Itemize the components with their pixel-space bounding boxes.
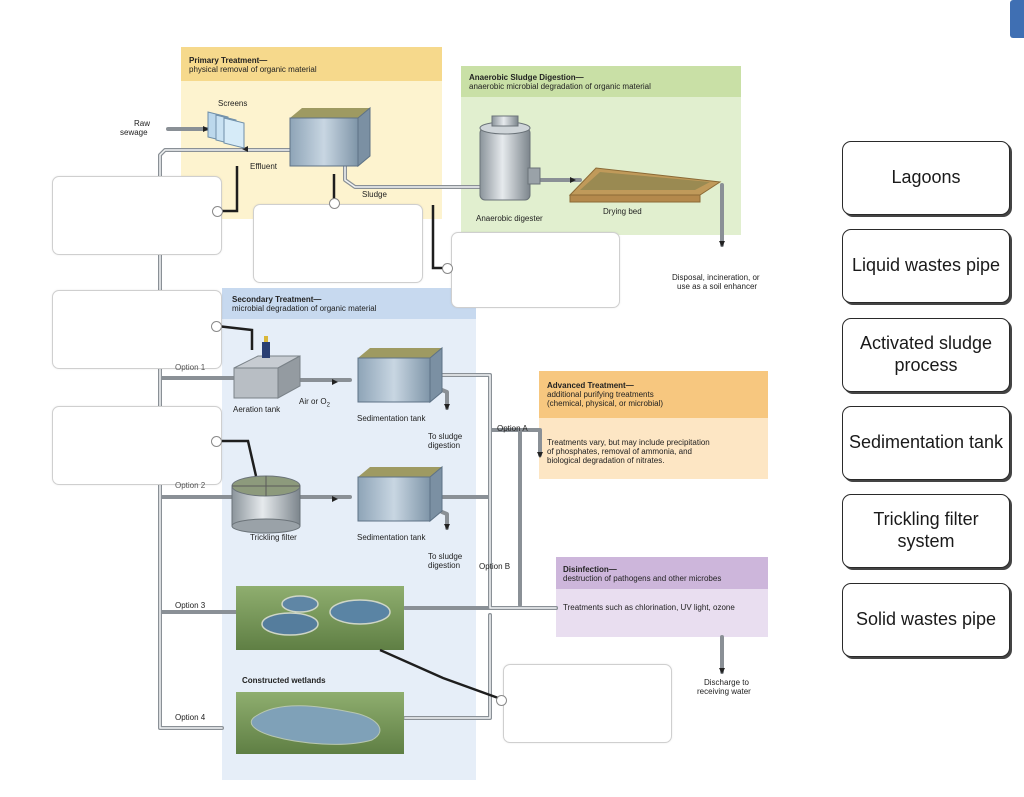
drop-zone-5[interactable]: [52, 406, 222, 485]
anaerobic-subtitle: anaerobic microbial degradation of organ…: [469, 82, 651, 91]
advanced-panel: [539, 371, 768, 479]
discharge-label-line2: receiving water: [697, 687, 751, 696]
disposal-label-line1: Disposal, incineration, or: [672, 273, 760, 282]
option-3-label: Option 3: [175, 601, 206, 610]
option-b-label: Option B: [479, 562, 511, 571]
screens-illustration: [207, 111, 245, 149]
advanced-body-2: of phosphates, removal of ammonia, and: [547, 447, 692, 456]
disinfection-subtitle: destruction of pathogens and other micro…: [563, 574, 722, 583]
drop-zone-5-anchor: [211, 436, 222, 447]
connector-lines: [216, 166, 502, 701]
option-2-label: Option 2: [175, 481, 206, 490]
digester-illustration: [479, 115, 541, 201]
wetlands-image: [236, 692, 404, 754]
effluent-label: Effluent: [250, 162, 277, 171]
lagoons-image: [236, 586, 404, 650]
answer-card-activated-sludge-process[interactable]: Activated sludge process: [842, 318, 1010, 392]
advanced-body-3: biological degradation of nitrates.: [547, 456, 665, 465]
drop-zone-1[interactable]: [52, 176, 222, 255]
discharge-label-line1: Discharge to: [704, 678, 749, 687]
corner-tab[interactable]: [1010, 0, 1024, 38]
answer-card-lagoons[interactable]: Lagoons: [842, 141, 1010, 215]
aeration-tank-illustration: [233, 336, 301, 399]
disposal-label-line2: use as a soil enhancer: [677, 282, 758, 291]
drop-zone-4-anchor: [211, 321, 222, 332]
drop-zone-2-anchor: [329, 198, 340, 209]
digester-label: Anaerobic digester: [476, 214, 543, 223]
drop-zone-1-anchor: [212, 206, 223, 217]
anaerobic-title: Anaerobic Sludge Digestion—: [469, 73, 584, 82]
trickling-filter-illustration: [231, 475, 301, 534]
drying-bed-label: Drying bed: [603, 207, 642, 216]
advanced-subtitle-2: (chemical, physical, or microbial): [547, 399, 664, 408]
sedimentation-tank-2-illustration: [357, 465, 443, 523]
drop-zone-6[interactable]: [503, 664, 672, 743]
pipe-highlights: [159, 149, 557, 729]
drop-zone-2[interactable]: [253, 204, 423, 283]
air-or-o2-label: Air or O2: [299, 397, 330, 409]
to-sludge-2-line2: digestion: [428, 561, 461, 570]
primary-subtitle: physical removal of organic material: [189, 65, 317, 74]
option-4-label: Option 4: [175, 713, 206, 722]
disinfection-panel: [556, 557, 768, 637]
drying-bed-illustration: [568, 167, 722, 203]
advanced-title: Advanced Treatment—: [547, 381, 634, 390]
to-sludge-1-line2: digestion: [428, 441, 461, 450]
answer-card-sedimentation-tank[interactable]: Sedimentation tank: [842, 406, 1010, 480]
primary-tank-illustration: [289, 106, 371, 168]
disinfection-body: Treatments such as chlorination, UV ligh…: [563, 603, 735, 612]
drop-zone-3[interactable]: [451, 232, 620, 308]
trickling-filter-label: Trickling filter: [250, 533, 297, 542]
drop-zone-4[interactable]: [52, 290, 222, 369]
advanced-body-1: Treatments vary, but may include precipi…: [547, 438, 710, 447]
drop-zone-6-anchor: [496, 695, 507, 706]
sedimentation-tank-1-illustration: [357, 346, 443, 404]
option-1-label: Option 1: [175, 363, 206, 372]
sed-tank-1-label: Sedimentation tank: [357, 414, 426, 423]
to-sludge-2-line1: To sludge: [428, 552, 463, 561]
primary-title: Primary Treatment—: [189, 56, 268, 65]
sed-tank-2-label: Sedimentation tank: [357, 533, 426, 542]
sludge-label: Sludge: [362, 190, 387, 199]
answer-card-trickling-filter-system[interactable]: Trickling filter system: [842, 494, 1010, 568]
to-sludge-1-line1: To sludge: [428, 432, 463, 441]
option-a-label: Option A: [497, 424, 528, 433]
raw-sewage-label-line2: sewage: [120, 128, 148, 137]
secondary-subtitle: microbial degradation of organic materia…: [232, 304, 377, 313]
aeration-tank-label: Aeration tank: [233, 405, 281, 414]
secondary-title: Secondary Treatment—: [232, 295, 322, 304]
screens-label: Screens: [218, 99, 248, 108]
disinfection-title: Disinfection—: [563, 565, 617, 574]
answer-card-liquid-wastes-pipe[interactable]: Liquid wastes pipe: [842, 229, 1010, 303]
drop-zone-3-anchor: [442, 263, 453, 274]
answer-card-solid-wastes-pipe[interactable]: Solid wastes pipe: [842, 583, 1010, 657]
advanced-subtitle-1: additional purifying treatments: [547, 390, 654, 399]
raw-sewage-label-line1: Raw: [134, 119, 151, 128]
wetlands-label: Constructed wetlands: [242, 676, 326, 685]
